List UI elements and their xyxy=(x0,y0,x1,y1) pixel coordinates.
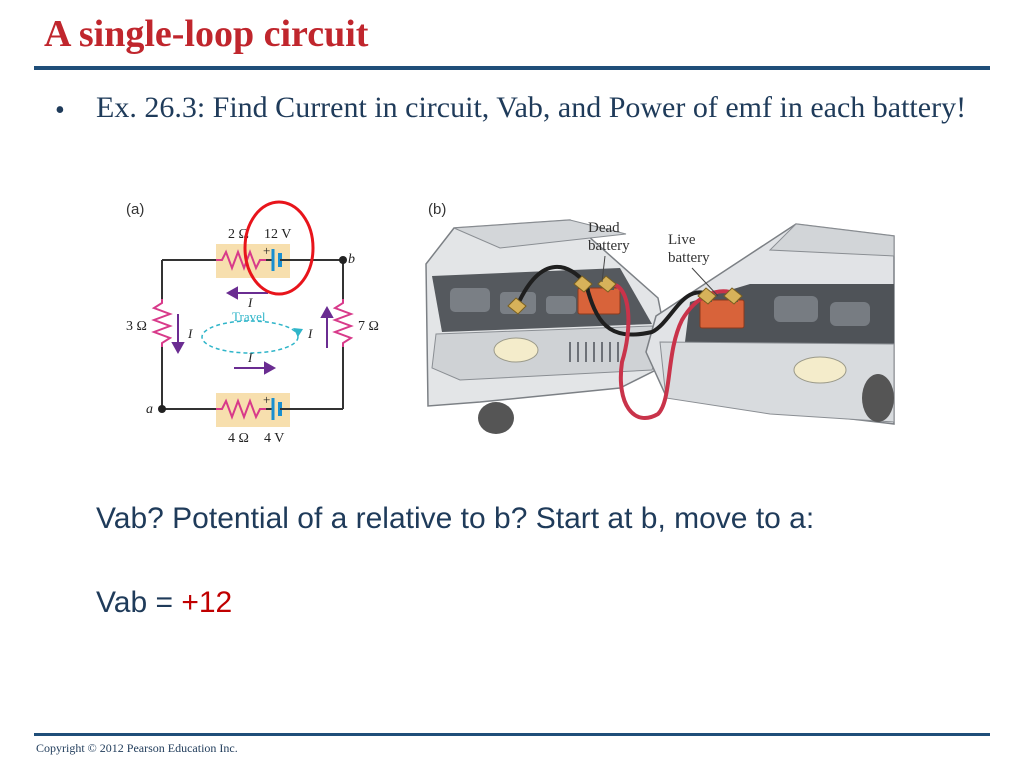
jumper-cable-illustration: (b) xyxy=(425,201,895,434)
node-a-dot xyxy=(158,405,166,413)
current-label-left: I xyxy=(187,326,193,341)
left-resistor-zigzag xyxy=(151,299,173,347)
slide-title: A single-loop circuit xyxy=(44,13,369,55)
copyright-text: Copyright © 2012 Pearson Education Inc. xyxy=(36,741,238,755)
live-battery-label-line2: battery xyxy=(668,250,710,266)
vab-question: Vab? Potential of a relative to b? Start… xyxy=(96,502,815,535)
dead-battery-leader xyxy=(601,255,606,283)
highlight-circle xyxy=(243,200,315,296)
panel-label-b: (b) xyxy=(428,201,446,218)
footer-rule xyxy=(34,733,990,736)
live-battery-leader xyxy=(691,267,719,297)
title-underline xyxy=(34,66,990,70)
bullet-text: Ex. 26.3: Find Current in circuit, Vab, … xyxy=(96,91,967,124)
right-wheel xyxy=(862,374,894,422)
black-jumper-cable xyxy=(516,264,709,337)
live-battery-label-line1: Live xyxy=(668,232,696,248)
top-resistor-label: 2 Ω xyxy=(228,227,249,242)
top-battery-label: 12 V xyxy=(264,227,291,242)
left-car-hood xyxy=(453,219,627,249)
travel-label: Travel xyxy=(232,309,266,324)
bullet-marker: • xyxy=(55,95,65,126)
bottom-resistor-label: 4 Ω xyxy=(228,431,249,446)
left-car-front xyxy=(431,325,663,381)
panel-label-a: (a) xyxy=(126,201,144,218)
bottom-battery-plus: + xyxy=(263,392,270,407)
dead-battery-label-line1: Dead xyxy=(588,220,620,236)
bottom-battery-label: 4 V xyxy=(264,431,284,446)
travel-loop xyxy=(201,320,299,354)
current-label-bottom: I xyxy=(247,350,253,365)
dead-battery-label-line2: battery xyxy=(588,238,630,254)
node-b-dot xyxy=(339,256,347,264)
bottom-resistor-zigzag xyxy=(216,398,266,420)
node-a-label: a xyxy=(146,402,153,417)
vab-answer-prefix: Vab = xyxy=(96,586,182,619)
vab-answer-value: +12 xyxy=(181,586,233,619)
vab-answer: Vab = +12 xyxy=(96,586,232,620)
left-headlight xyxy=(493,337,539,363)
red-jumper-cable xyxy=(609,282,737,420)
right-resistor-label: 7 Ω xyxy=(358,319,379,334)
right-headlight xyxy=(793,356,847,384)
node-b-label: b xyxy=(348,252,355,267)
travel-arrowhead xyxy=(293,328,303,337)
right-resistor-zigzag xyxy=(332,299,354,347)
top-resistor-zigzag xyxy=(216,249,266,271)
left-wheel xyxy=(478,402,514,434)
right-car-front xyxy=(659,341,895,423)
current-label-right: I xyxy=(307,326,313,341)
right-car-hood xyxy=(768,223,895,257)
current-label-top: I xyxy=(247,295,253,310)
top-battery-plus: + xyxy=(263,243,270,258)
circuit-diagram: (a) + + Travel xyxy=(126,200,379,446)
left-resistor-label: 3 Ω xyxy=(126,319,147,334)
